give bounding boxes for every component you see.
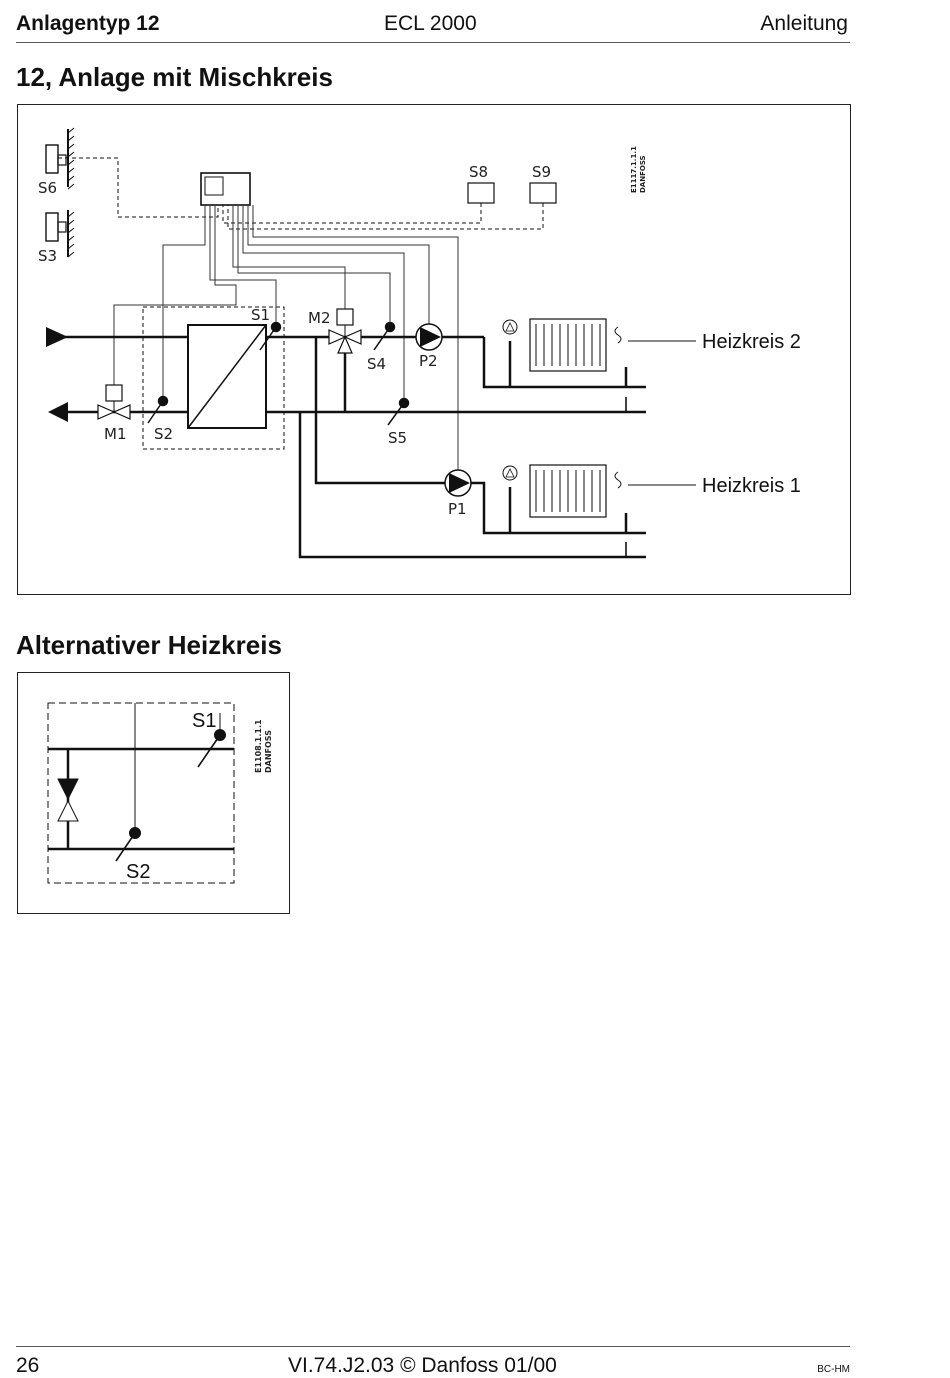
valve-m2-icon (328, 329, 347, 345)
alt-sensor-s1-icon (214, 729, 226, 741)
header-left-title: Anlagentyp 12 (16, 12, 160, 35)
sensor-s9-icon (529, 182, 557, 204)
label-s3: S3 (38, 247, 57, 265)
return-arrow-icon (48, 402, 68, 422)
label-m1: M1 (104, 425, 127, 443)
label-p2: P2 (419, 352, 438, 370)
alt-label-s1: S1 (192, 710, 216, 732)
supply-arrow-icon (46, 327, 68, 347)
drawing-code-brand-1: DANFOSS (639, 155, 647, 193)
label-m2: M2 (308, 309, 331, 327)
label-s1: S1 (251, 306, 270, 324)
valve-m1-icon (97, 404, 116, 420)
sensor-s4-icon (384, 321, 396, 333)
drawing-code-brand-2: DANFOSS (264, 730, 273, 773)
sensor-s6-icon (45, 144, 59, 174)
alt-label-s2: S2 (126, 861, 150, 883)
label-s9: S9 (532, 163, 551, 181)
page-number: 26 (16, 1354, 40, 1377)
header-rule (16, 42, 850, 43)
system-diagram: S6 S3 S8 S9 S1 M2 S4 P2 M1 S2 S5 P1 Heiz… (17, 104, 851, 595)
header-right-title: Anleitung (760, 12, 848, 35)
signal-lines (113, 205, 459, 483)
drawing-code-2: E1108.1.1.1 (254, 719, 263, 773)
radiator-heizkreis-2-icon (502, 318, 607, 372)
alt-check-valve-icon (57, 778, 79, 801)
label-s5: S5 (388, 429, 407, 447)
label-s4: S4 (367, 355, 386, 373)
sensor-s1-icon (270, 321, 282, 333)
alternative-diagram: S1 S2 E1108.1.1.1 DANFOSS (17, 672, 290, 914)
document-reference: VI.74.J2.03 © Danfoss 01/00 (288, 1354, 557, 1377)
label-heizkreis-1: Heizkreis 1 (702, 475, 801, 497)
label-p1: P1 (448, 500, 467, 518)
sensor-s8-icon (467, 182, 495, 204)
drawing-code-1: E1117.1.1.1 (630, 146, 638, 193)
label-s2: S2 (154, 425, 173, 443)
heat-exchanger-icon (187, 324, 267, 429)
header-center-title: ECL 2000 (384, 12, 477, 35)
label-heizkreis-2: Heizkreis 2 (702, 331, 801, 353)
label-s8: S8 (469, 163, 488, 181)
footer-rule (16, 1346, 850, 1347)
section-title-system: 12, Anlage mit Mischkreis (16, 62, 333, 92)
section-title-alternative: Alternativer Heizkreis (16, 630, 282, 660)
controller-icon (200, 172, 251, 206)
signal-lines-dashed (58, 157, 544, 450)
sensor-s5-icon (398, 397, 410, 409)
sensor-s2-icon (157, 395, 169, 407)
radiator-heizkreis-1-icon (502, 464, 607, 518)
sensor-s3-icon (45, 212, 59, 242)
alt-sensor-s2-icon (129, 827, 141, 839)
alternative-diagram-svg: S1 S2 E1108.1.1.1 DANFOSS (47, 702, 273, 884)
secondary-pipes (266, 335, 646, 559)
system-diagram-svg: S6 S3 S8 S9 S1 M2 S4 P2 M1 S2 S5 P1 Heiz… (38, 127, 801, 559)
alt-dashed-frame (47, 702, 235, 884)
label-s6: S6 (38, 179, 57, 197)
footer-code: BC-HM (817, 1364, 850, 1375)
